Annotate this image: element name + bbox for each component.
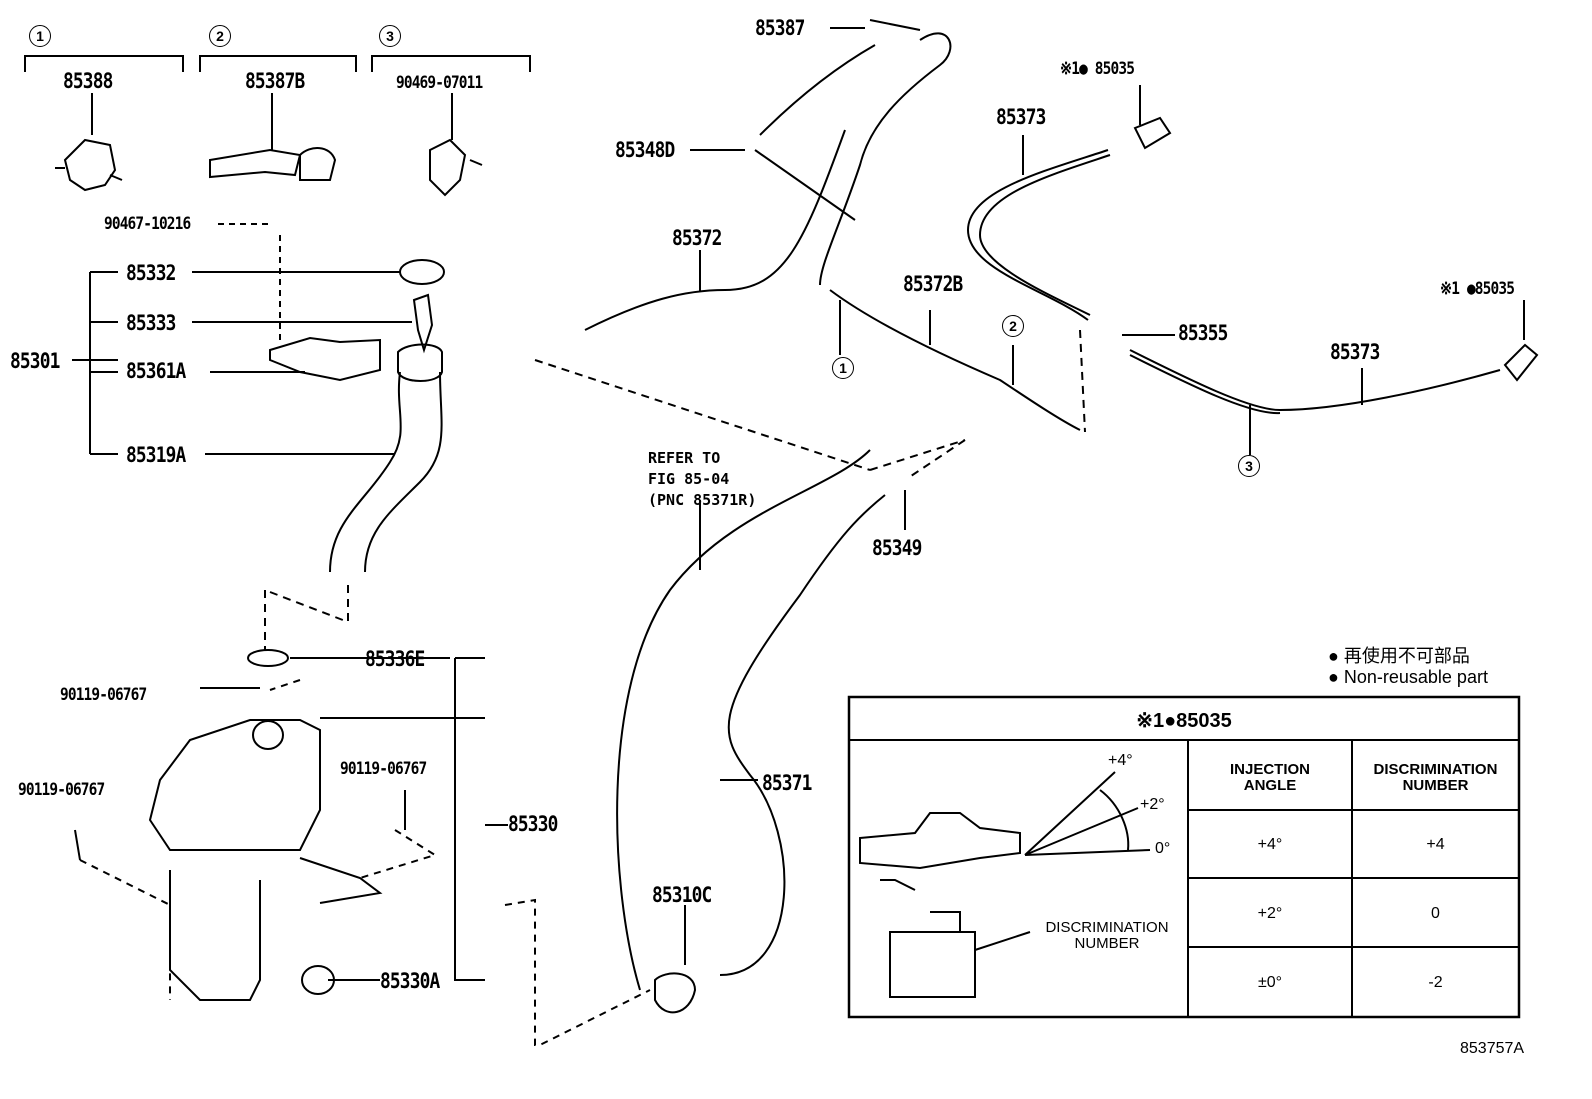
part-label-85372: 85372 bbox=[672, 226, 722, 250]
part-label-85336E: 85336E bbox=[365, 647, 425, 671]
part-label-85310C: 85310C bbox=[652, 883, 712, 907]
part-label-85361A: 85361A bbox=[126, 359, 186, 383]
table-title: ※1●85035 bbox=[1136, 710, 1232, 732]
part-label-90119-06767: 90119-06767 bbox=[60, 685, 147, 705]
kit-marker-1: 1 bbox=[29, 25, 51, 47]
part-label-85301: 85301 bbox=[10, 349, 60, 373]
part-label-85373: 85373 bbox=[1330, 340, 1380, 364]
part-label-85387: 85387 bbox=[755, 16, 805, 40]
part-label-90119-06767: 90119-06767 bbox=[340, 759, 427, 779]
table-cell: +2° bbox=[1257, 905, 1283, 922]
angle-label-4: +4° bbox=[1108, 752, 1133, 769]
discrimination-callout: DISCRIMINATION NUMBER bbox=[1045, 919, 1169, 952]
header-discrimination-number: DISCRIMINATION NUMBER bbox=[1373, 761, 1498, 794]
table-cell: +4° bbox=[1257, 836, 1283, 853]
clip-marker-3: 3 bbox=[1238, 455, 1260, 477]
part-label-85319A: 85319A bbox=[126, 443, 186, 467]
part-label-85388: 85388 bbox=[63, 69, 113, 93]
clip-marker-1: 1 bbox=[832, 357, 854, 379]
kit-marker-3: 3 bbox=[379, 25, 401, 47]
part-label-85035: ※1 ●85035 bbox=[1440, 279, 1515, 299]
table-cell: 0 bbox=[1431, 905, 1440, 922]
angle-label-2: +2° bbox=[1140, 796, 1165, 813]
part-label-85332: 85332 bbox=[126, 261, 176, 285]
angle-label-0: 0° bbox=[1155, 840, 1171, 857]
kit-marker-2: 2 bbox=[209, 25, 231, 47]
part-label-85371: 85371 bbox=[762, 771, 812, 795]
table-cell: +4 bbox=[1426, 836, 1445, 853]
part-label-85333: 85333 bbox=[126, 311, 176, 335]
legend-non-reusable-part: ● Non-reusable part bbox=[1328, 667, 1488, 687]
figure-id: 853757A bbox=[1460, 1040, 1525, 1057]
part-label-90467-10216: 90467-10216 bbox=[104, 214, 191, 234]
part-label-85355: 85355 bbox=[1178, 321, 1228, 345]
part-label-85372B: 85372B bbox=[903, 272, 963, 296]
part-label-85387B: 85387B bbox=[245, 69, 305, 93]
legend-japanese: ● 再使用不可部品 bbox=[1328, 646, 1470, 666]
clip-marker-2: 2 bbox=[1002, 315, 1024, 337]
part-label-90469-07011: 90469-07011 bbox=[396, 73, 483, 93]
refer-note: REFER TO FIG 85-04 (PNC 85371R) bbox=[648, 449, 757, 509]
header-injection-angle: INJECTION ANGLE bbox=[1229, 761, 1310, 794]
part-label-85349: 85349 bbox=[872, 536, 922, 560]
part-label-85348D: 85348D bbox=[615, 138, 675, 162]
part-label-90119-06767: 90119-06767 bbox=[18, 780, 105, 800]
part-label-85035: ※1● 85035 bbox=[1060, 59, 1135, 79]
part-label-85373: 85373 bbox=[996, 105, 1046, 129]
table-cell: -2 bbox=[1428, 974, 1443, 991]
table-cell: ±0° bbox=[1257, 974, 1283, 991]
part-label-85330: 85330 bbox=[508, 812, 558, 836]
part-label-85330A: 85330A bbox=[380, 969, 440, 993]
